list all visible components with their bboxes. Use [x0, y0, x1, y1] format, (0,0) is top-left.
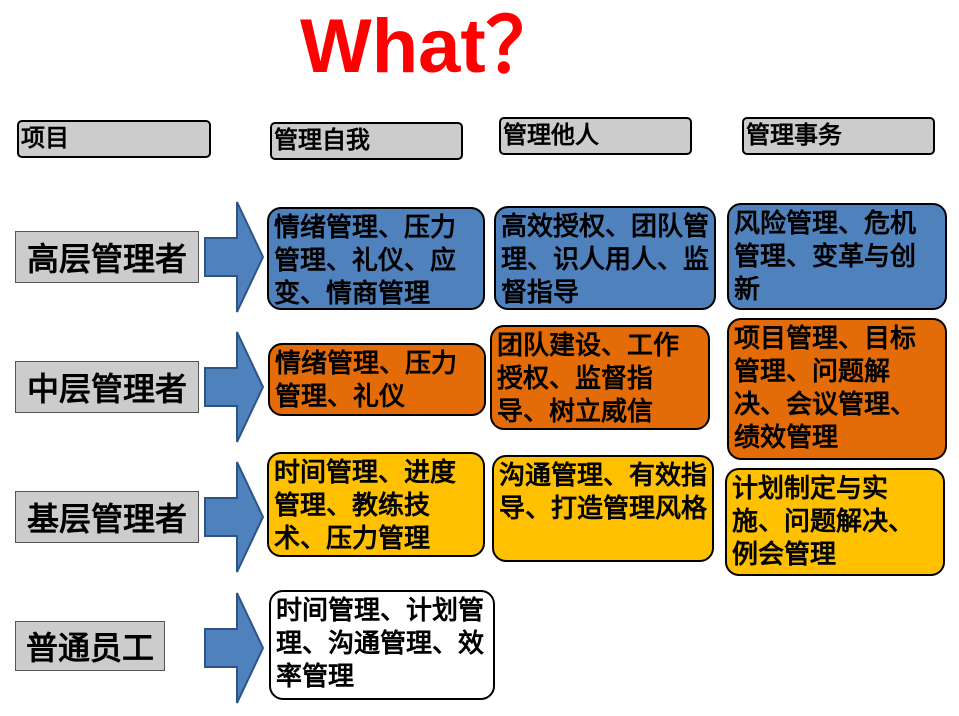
- row-label-regular-staff: 普通员工: [15, 621, 165, 671]
- row-label-middle-manager: 中层管理者: [15, 361, 199, 413]
- arrow-base-manager: [204, 461, 265, 573]
- box-middle-manage-affairs: 项目管理、目标管理、问题解决、会议管理、绩效管理: [727, 318, 947, 460]
- header-manage-self: 管理自我: [270, 122, 463, 160]
- box-base-manage-others: 沟通管理、有效指导、打造管理风格: [492, 455, 714, 562]
- page-title: What？: [300, 4, 562, 89]
- box-base-manage-self: 时间管理、进度管理、教练技术、压力管理: [267, 452, 485, 557]
- box-middle-manage-others: 团队建设、工作授权、监督指导、树立威信: [490, 325, 710, 430]
- box-middle-manage-self: 情绪管理、压力管理、礼仪: [268, 343, 486, 416]
- header-manage-others: 管理他人: [499, 117, 692, 155]
- box-senior-manage-others: 高效授权、团队管理、识人用人、监督指导: [494, 206, 716, 310]
- header-item: 项目: [17, 120, 211, 158]
- arrow-senior-manager: [204, 201, 265, 313]
- header-manage-affairs: 管理事务: [742, 117, 935, 155]
- box-staff-manage-self: 时间管理、计划管理、沟通管理、效率管理: [269, 590, 495, 700]
- box-base-manage-affairs: 计划制定与实施、问题解决、例会管理: [725, 468, 945, 576]
- row-label-base-manager: 基层管理者: [15, 491, 199, 543]
- arrow-regular-staff: [204, 592, 265, 704]
- box-senior-manage-affairs: 风险管理、危机管理、变革与创新: [727, 203, 947, 310]
- box-senior-manage-self: 情绪管理、压力管理、礼仪、应变、情商管理: [267, 207, 485, 310]
- row-label-senior-manager: 高层管理者: [15, 231, 199, 283]
- arrow-middle-manager: [204, 331, 265, 443]
